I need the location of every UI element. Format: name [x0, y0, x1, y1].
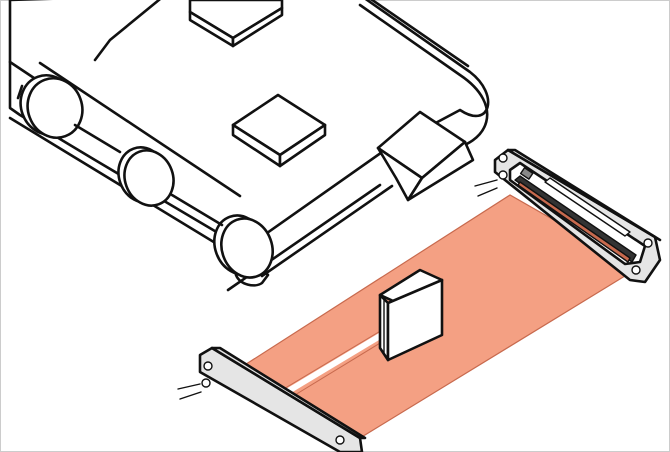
mounting-hole — [204, 362, 212, 370]
mounting-hole — [632, 266, 640, 274]
cable — [180, 392, 201, 399]
mounting-hole — [499, 154, 507, 162]
cable — [178, 384, 200, 389]
mounting-hole — [499, 171, 507, 179]
mounting-hole — [336, 436, 344, 444]
mounting-hole — [644, 239, 652, 247]
mounting-hole — [202, 379, 210, 387]
cable — [478, 188, 497, 196]
cable — [475, 180, 497, 186]
